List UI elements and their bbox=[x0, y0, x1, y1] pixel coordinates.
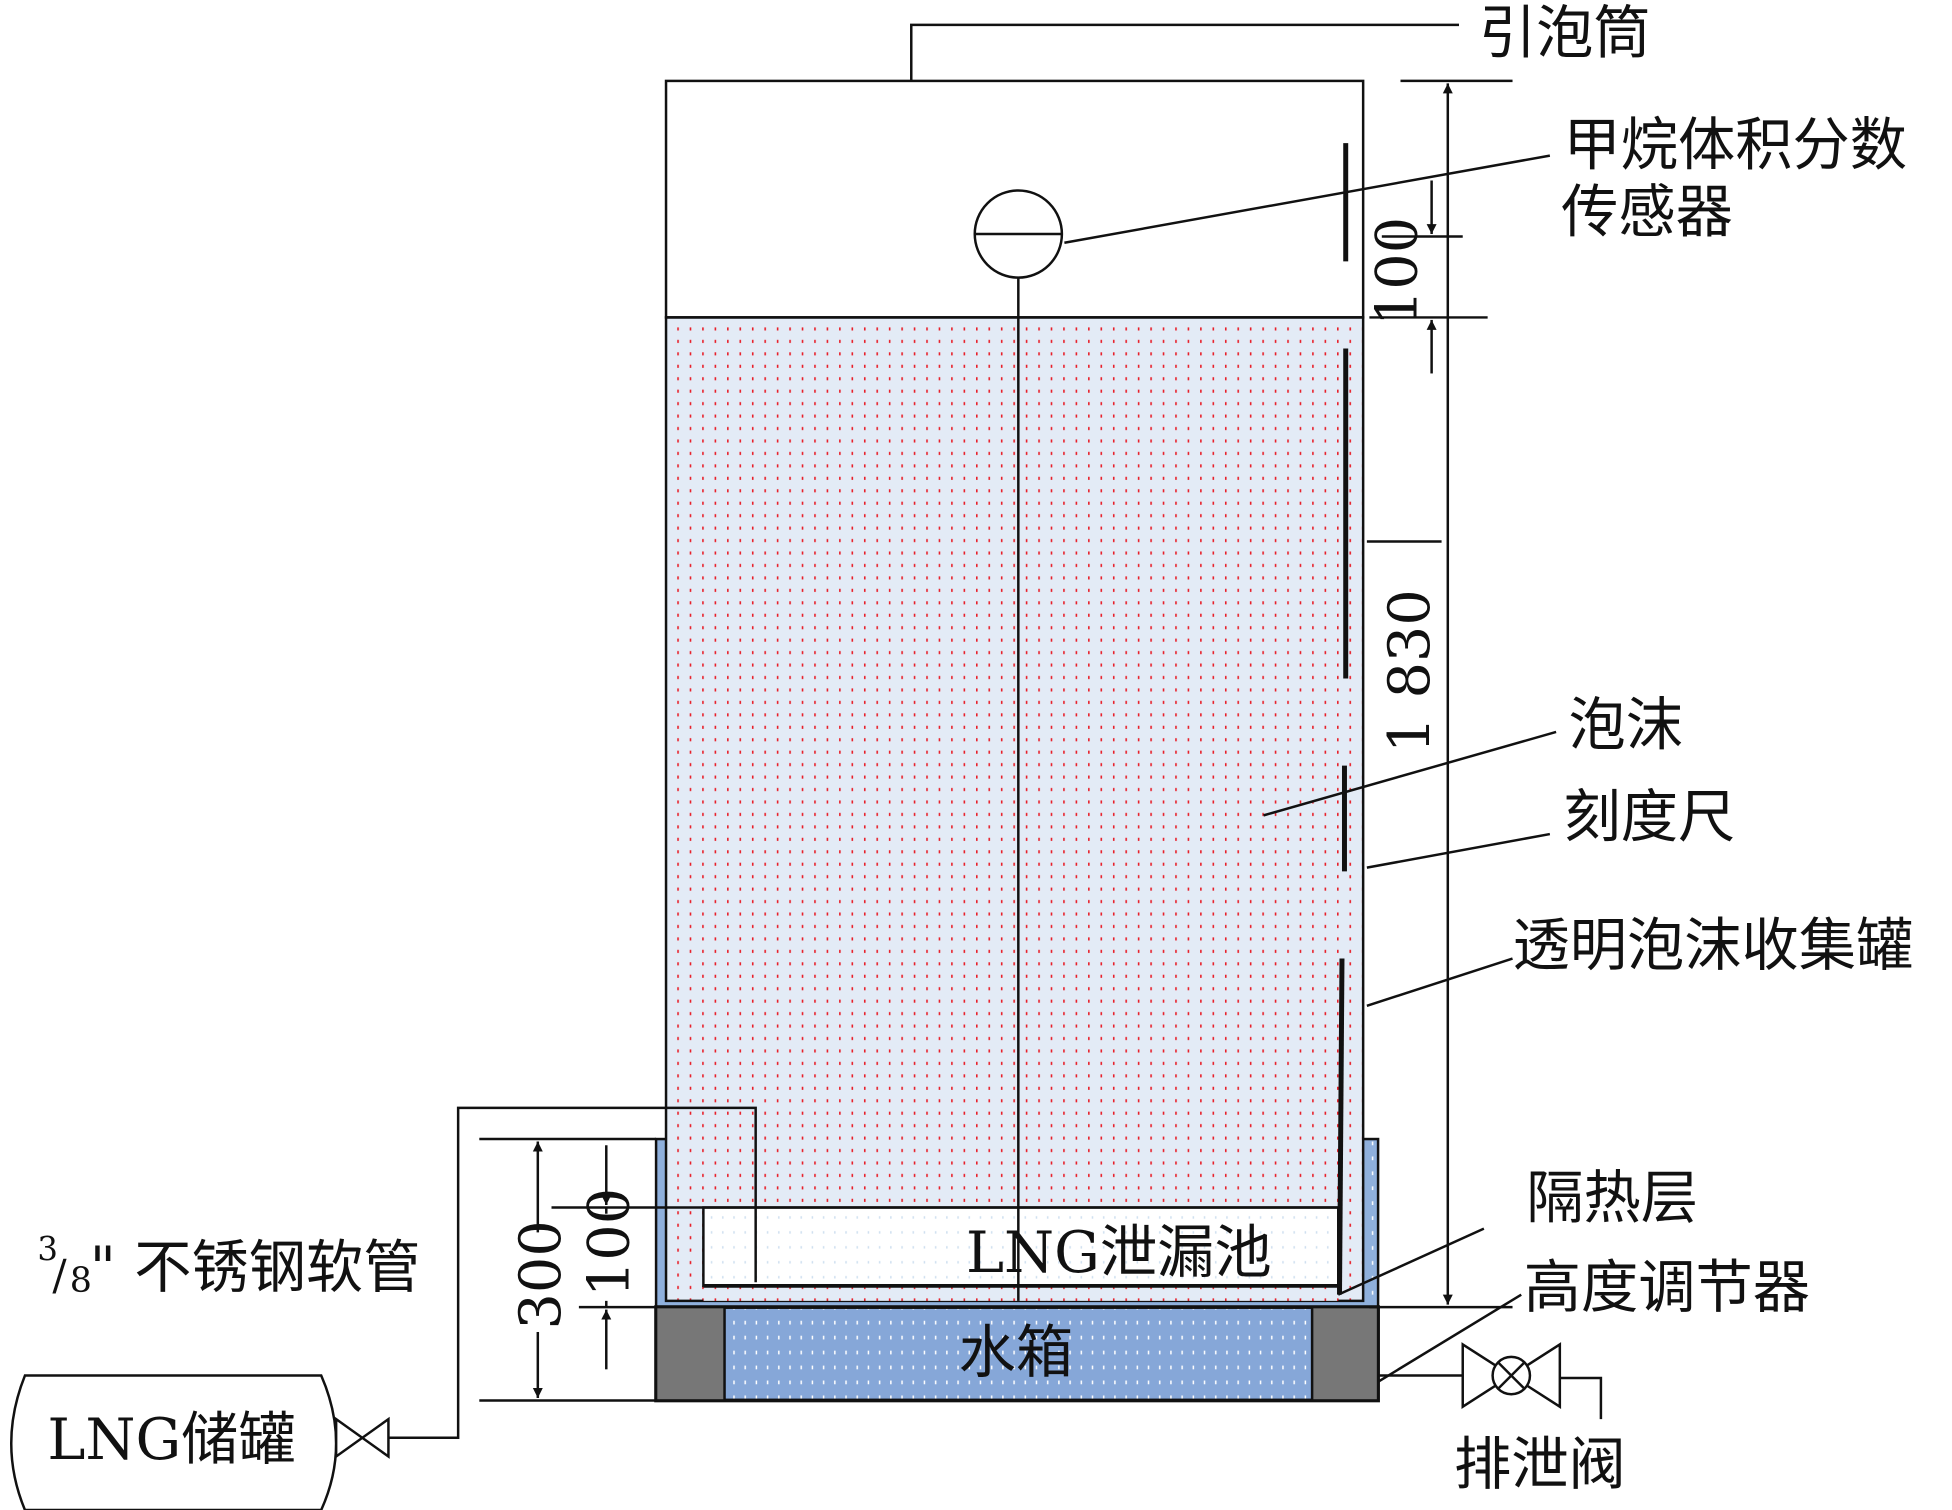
tank-valve[interactable] bbox=[334, 1416, 390, 1459]
pool-label: LNG泄漏池 bbox=[966, 1219, 1272, 1286]
scale-ruler bbox=[1337, 143, 1349, 1295]
foam-region bbox=[664, 316, 1365, 1303]
hose-fraction-den: 8 bbox=[70, 1261, 92, 1301]
storage-tank-label: LNG储罐 bbox=[47, 1406, 295, 1473]
dim-pool-depth: 100 bbox=[576, 1188, 643, 1297]
lng-liquid bbox=[703, 1285, 1339, 1301]
water-tank-label: 水箱 bbox=[959, 1319, 1074, 1386]
foam-tube-label: 引泡筒 bbox=[1479, 0, 1651, 66]
foam-label: 泡沫 bbox=[1569, 691, 1684, 758]
hose-label: " 不锈钢软管 bbox=[90, 1234, 421, 1301]
drain-valve-label: 排泄阀 bbox=[1454, 1431, 1626, 1498]
hose-fraction-slash: / bbox=[52, 1251, 67, 1300]
insulation-label: 隔热层 bbox=[1526, 1164, 1698, 1231]
dim-base-height: 300 bbox=[507, 1220, 574, 1329]
hose-fraction-num: 3 bbox=[37, 1230, 58, 1268]
dim-total-height: 1 830 bbox=[1376, 589, 1443, 753]
water-tank bbox=[654, 1305, 1380, 1403]
drain-valve[interactable] bbox=[1378, 1342, 1603, 1420]
lng-storage-tank bbox=[9, 1374, 338, 1510]
sensor-label-2: 传感器 bbox=[1561, 179, 1733, 246]
height-adjuster-left bbox=[654, 1305, 726, 1402]
dim-sensor-offset: 100 bbox=[1364, 217, 1431, 326]
stainless-hose bbox=[388, 1106, 757, 1440]
sensor-label-1: 甲烷体积分数 bbox=[1564, 111, 1908, 178]
height-adjuster-label: 高度调节器 bbox=[1524, 1254, 1810, 1321]
scale-label: 刻度尺 bbox=[1564, 784, 1736, 851]
collector-label: 透明泡沫收集罐 bbox=[1513, 912, 1914, 979]
height-adjuster-right bbox=[1310, 1305, 1380, 1402]
